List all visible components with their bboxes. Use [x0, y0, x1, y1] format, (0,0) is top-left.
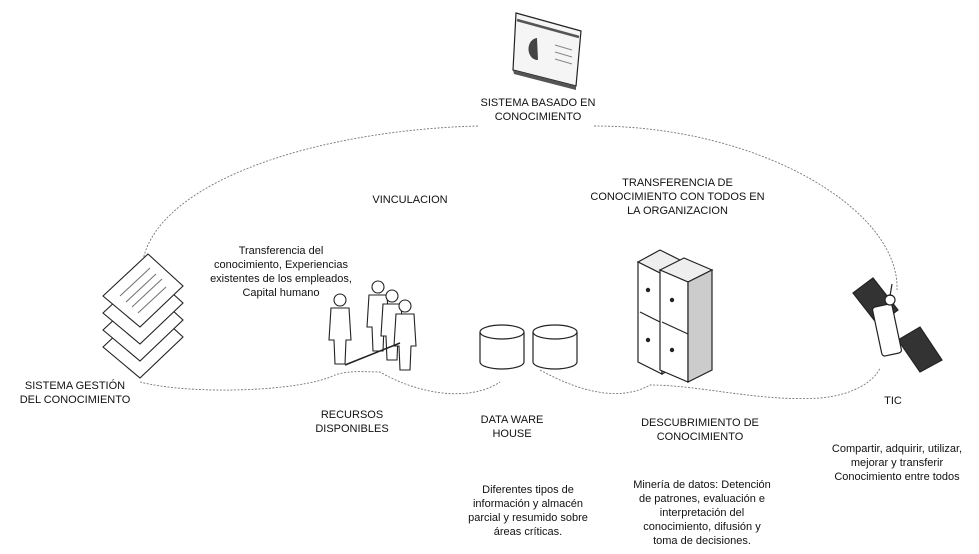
label-tic: TIC	[884, 395, 902, 407]
label-data-warehouse: DATA WARE HOUSE	[480, 414, 544, 440]
label-sistema-gestion: SISTEMA GESTIÓN DEL CONOCIMIENTO	[19, 380, 131, 406]
people-icon	[328, 280, 417, 371]
webpage-icon	[512, 12, 582, 90]
documents-icon	[102, 253, 184, 379]
label-transferencia-organizacion: TRANSFERENCIA DE CONOCIMIENTO CON TODOS …	[590, 177, 765, 217]
label-transferencia-conocimiento: Transferencia del conocimiento, Experien…	[210, 245, 352, 299]
lower-connector	[139, 367, 881, 399]
description-data-warehouse: Diferentes tipos de información y almacé…	[468, 484, 588, 538]
satellite-icon	[852, 277, 943, 373]
outer-cycle-connector	[128, 125, 898, 359]
label-sistema-basado: SISTEMA BASADO EN CONOCIMIENTO	[480, 97, 596, 123]
label-vinculacion: VINCULACION	[372, 194, 448, 206]
database-icon	[479, 324, 578, 370]
servers-icon	[636, 249, 714, 383]
label-recursos: RECURSOS DISPONIBLES	[315, 409, 389, 435]
description-descubrimiento: Minería de datos: Detención de patrones,…	[633, 479, 771, 547]
description-tic: Compartir, adquirir, utilizar, mejorar y…	[831, 443, 963, 483]
label-descubrimiento: DESCUBRIMIENTO DE CONOCIMIENTO	[641, 417, 759, 443]
